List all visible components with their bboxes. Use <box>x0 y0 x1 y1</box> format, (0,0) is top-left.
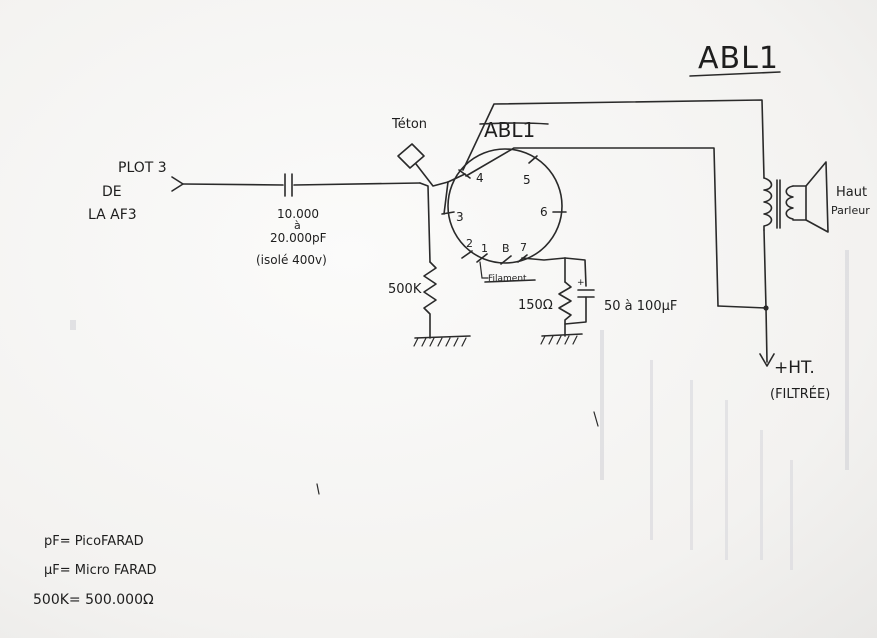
transformer-bottom-lead <box>763 229 767 309</box>
transformer-secondary-coil <box>785 185 794 220</box>
output-wiring <box>462 99 775 367</box>
legend-item-picofarad: pF= PicoFARAD <box>44 534 144 549</box>
teton-lead <box>415 163 449 187</box>
filament-group: Filament <box>479 261 536 284</box>
ht-label: +HT. <box>774 358 815 378</box>
speaker-label-1: Haut <box>836 185 867 200</box>
paper-bleed-through <box>70 250 849 570</box>
ground-hatch-right-icon <box>540 335 578 345</box>
transformer-primary-coil <box>763 177 773 231</box>
pin-b-label: B <box>502 242 510 255</box>
stray-mark-2 <box>316 483 320 495</box>
pin-7-label: 7 <box>520 241 527 254</box>
teton-cap-icon <box>397 143 425 169</box>
pin-5-label: 5 <box>523 173 531 187</box>
input-label-af3: LA AF3 <box>88 207 137 223</box>
cathode-resistor-zigzag <box>558 281 572 337</box>
input-label-plot: PLOT 3 <box>118 160 167 176</box>
screen-wire <box>465 147 719 307</box>
pin-2-tick <box>461 250 473 259</box>
filament-underline <box>484 279 536 283</box>
cathode-lead <box>521 257 566 261</box>
filament-arrow <box>479 261 489 279</box>
capacitor-value-1: 10.000 <box>277 207 319 221</box>
tube-label: ABL1 <box>484 118 535 142</box>
input-arrow <box>171 176 184 192</box>
screen-to-ht-node <box>717 305 767 309</box>
ground-bar-right <box>541 333 583 337</box>
speaker-cone-icon <box>805 161 829 233</box>
teton-to-pin4 <box>447 173 466 183</box>
ht-filtered-label: (FILTRÉE) <box>770 386 830 402</box>
grid-resistor-lead-top <box>419 182 431 263</box>
grid-pin-lead <box>443 181 449 215</box>
output-transformer <box>763 177 794 231</box>
pin-1-tick <box>476 253 488 263</box>
teton-group: Téton <box>391 117 449 187</box>
electrolytic-lead-bottom <box>564 296 587 325</box>
legend-group: pF= PicoFARAD μF= Micro FARAD 500K= 500.… <box>33 534 156 608</box>
ground-hatch-left-icon <box>413 337 467 347</box>
teton-label: Téton <box>391 117 427 132</box>
title-group: ABL1 <box>689 41 781 77</box>
legend-item-500k: 500K= 500.000Ω <box>33 592 154 608</box>
capacitor-isolation-note: (isolé 400v) <box>256 253 327 267</box>
ht-lead <box>765 307 768 363</box>
pin-5-tick <box>528 155 538 164</box>
title-underline <box>689 71 781 77</box>
grid-resistor: 500K <box>388 182 471 347</box>
filament-label: Filament <box>488 274 527 284</box>
ht-arrow-icon <box>759 353 775 367</box>
cathode-capacitor-label: 50 à 100μF <box>604 299 677 314</box>
electrolytic-plus-icon: + <box>577 278 585 288</box>
tube-group: ABL1 4 5 6 3 2 1 B 7 <box>441 118 567 265</box>
speaker-magnet-icon <box>792 185 807 221</box>
input-label-de: DE <box>102 184 122 200</box>
pin-1-label: 1 <box>481 242 488 255</box>
diagram-title: ABL1 <box>698 41 779 76</box>
pin-4-label: 4 <box>476 171 484 185</box>
grid-resistor-zigzag <box>423 261 437 339</box>
ht-group: +HT. (FILTRÉE) <box>770 358 830 402</box>
capacitor-value-sep: à <box>294 219 301 232</box>
coupling-capacitor: 10.000 à 20.000pF (isolé 400v) <box>182 173 421 267</box>
tube-envelope-icon <box>447 148 563 264</box>
pin-b-tick <box>500 255 512 265</box>
plate-wire <box>462 99 765 179</box>
grid-wire <box>293 182 421 186</box>
speaker-label-2: Parleur <box>831 204 870 217</box>
pin-6-label: 6 <box>540 205 548 219</box>
ground-bar-left <box>414 335 471 339</box>
input-group: PLOT 3 DE LA AF3 <box>88 160 184 223</box>
speaker-group: Haut Parleur <box>792 161 870 233</box>
pin-3-label: 3 <box>456 210 464 224</box>
legend-item-microfarad: μF= Micro FARAD <box>44 563 156 578</box>
grid-resistor-label: 500K <box>388 282 422 297</box>
tube-label-underline <box>479 122 549 125</box>
pin-2-label: 2 <box>466 237 473 250</box>
cathode-to-capacitor <box>564 257 587 287</box>
input-wire <box>182 183 284 186</box>
capacitor-value-2: 20.000pF <box>270 231 327 245</box>
stray-mark-1 <box>593 411 599 427</box>
cathode-resistor-label: 150Ω <box>518 298 553 313</box>
cathode-network: 150Ω + 50 à 100μF <box>518 257 677 345</box>
